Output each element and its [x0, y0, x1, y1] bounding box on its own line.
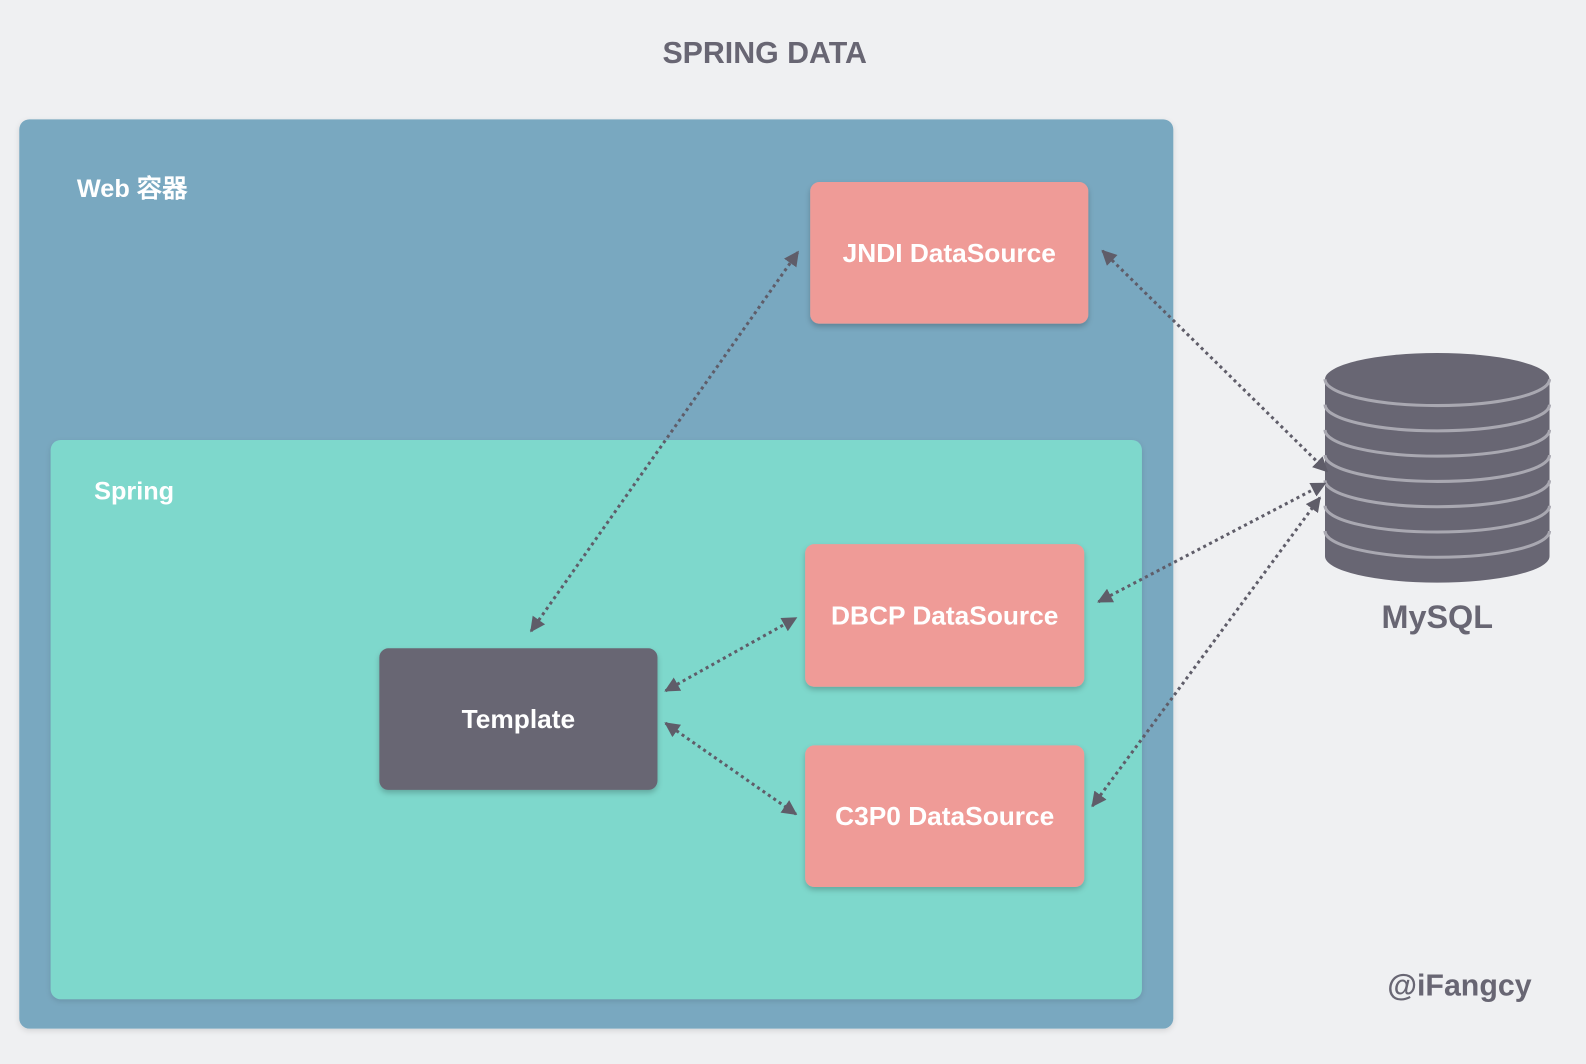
- database-rim: [1323, 505, 1552, 534]
- template-box: [379, 648, 658, 790]
- dbcp-datasource-box: [805, 544, 1085, 687]
- dbcp-datasource-node: DBCP DataSource: [805, 544, 1085, 687]
- c3p0-datasource-box: [805, 745, 1085, 888]
- database-rim: [1323, 530, 1552, 559]
- jndi-datasource-node: JNDI DataSource: [810, 182, 1089, 324]
- database-rims: [1323, 379, 1552, 559]
- database-rim: [1323, 454, 1552, 483]
- diagram-title: SPRING DATA: [662, 37, 867, 70]
- dbcp-datasource-label: DBCP DataSource: [831, 600, 1058, 630]
- database-rim: [1323, 429, 1552, 458]
- database-icon: [1323, 352, 1552, 583]
- author-credit: @iFangcy: [1387, 970, 1531, 1003]
- spring-container-label: Spring: [94, 478, 174, 506]
- database-top: [1325, 352, 1550, 406]
- database-rim: [1323, 480, 1552, 509]
- arrow-template-c3p0: [664, 721, 798, 816]
- database-label: MySQL: [1382, 599, 1493, 635]
- connections: [529, 249, 1329, 816]
- c3p0-datasource-node: C3P0 DataSource: [805, 745, 1085, 888]
- arrow-template-dbcp: [664, 616, 798, 693]
- arrow-c3p0-mysql: [1091, 496, 1322, 808]
- jndi-datasource-box: [810, 182, 1089, 324]
- jndi-datasource-label: JNDI DataSource: [843, 238, 1056, 268]
- mysql-database: MySQL: [1323, 352, 1552, 635]
- arrow-template-jndi: [529, 250, 800, 633]
- template-node: Template: [379, 648, 658, 790]
- template-label: Template: [462, 704, 575, 734]
- database-rim: [1323, 379, 1552, 408]
- web-container-label: Web 容器: [77, 174, 188, 203]
- c3p0-datasource-label: C3P0 DataSource: [835, 801, 1054, 831]
- database-rim: [1323, 404, 1552, 433]
